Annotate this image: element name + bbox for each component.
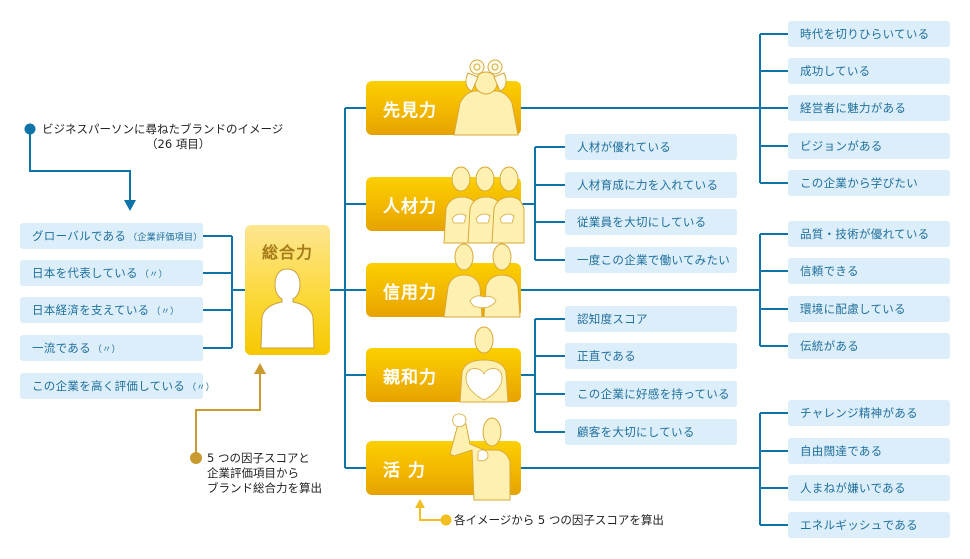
factor-label: 親和力 <box>383 368 437 388</box>
item-note: （〃） <box>151 307 180 317</box>
item-text: 一流である <box>32 341 91 355</box>
factor-item: 認知度スコア <box>565 306 737 332</box>
factor-foresight: 先見力 <box>366 59 521 136</box>
total-arrowhead <box>254 363 266 374</box>
item-note: （〃） <box>187 383 215 393</box>
factor-item: 伝統がある <box>788 333 950 359</box>
factor-label: 信用力 <box>383 283 437 303</box>
corporate-item: 日本を代表している（〃） <box>20 260 203 286</box>
factor-item: 人材育成に力を入れている <box>565 172 737 198</box>
total-power-box: 総合力 <box>245 225 330 355</box>
factor-arrow-line <box>419 506 446 521</box>
item-text: グローバルである <box>32 229 127 243</box>
corporate-item: 一流である（〃） <box>20 335 203 361</box>
item-note: （〃） <box>139 270 168 280</box>
item-text: この企業を高く評価している <box>32 379 186 393</box>
factor-item: 環境に配慮している <box>788 296 950 322</box>
item-note: （企業評価項目） <box>128 233 203 243</box>
flexing-person-icon <box>449 413 511 501</box>
factor-item: この企業に好感を持っている <box>565 381 737 407</box>
factor-label: 人材力 <box>383 197 437 217</box>
factor-item: 自由闊達である <box>788 438 950 464</box>
factor-human-resources: 人材力 <box>366 166 525 244</box>
total-caption-line: 企業評価項目から <box>207 466 299 480</box>
three-people-icon <box>443 166 525 244</box>
factor-item: エネルギッシュである <box>788 512 950 538</box>
factor-item: 品質・技術が優れている <box>788 221 950 247</box>
factor-trust: 信用力 <box>366 243 521 318</box>
item-note: （〃） <box>92 345 121 355</box>
factor-item: 正直である <box>565 343 737 369</box>
factor-item: この企業から学びたい <box>788 170 950 196</box>
factor-bullet <box>440 514 452 526</box>
factor-item: 人材が優れている <box>565 134 737 160</box>
corporate-item: グローバルである（企業評価項目） <box>20 223 203 249</box>
factor-item: 経営者に魅力がある <box>788 95 950 121</box>
source-bullet <box>24 123 36 135</box>
total-power-label: 総合力 <box>261 243 313 262</box>
factor-item: 時代を切りひらいている <box>788 21 950 47</box>
factor-item: チャレンジ精神がある <box>788 400 950 426</box>
corporate-item: この企業を高く評価している（〃） <box>20 373 215 399</box>
factor-arrowhead <box>415 499 425 508</box>
factor-item: 一度この企業で働いてみたい <box>565 247 737 273</box>
factor-vitality: 活 力 <box>366 413 521 501</box>
factor-item: 信頼できる <box>788 258 950 284</box>
total-caption: 5 つの因子スコアと 企業評価項目から ブランド総合力を算出 <box>207 451 322 496</box>
source-arrowhead <box>124 200 136 211</box>
item-text: 日本経済を支えている <box>32 303 150 317</box>
total-caption-line: ブランド総合力を算出 <box>207 481 322 495</box>
factor-item: 成功している <box>788 58 950 84</box>
factor-caption: 各イメージから 5 つの因子スコアを算出 <box>454 513 664 527</box>
factor-item: 従業員を大切にしている <box>565 209 737 235</box>
total-caption-line: 5 つの因子スコアと <box>207 451 310 465</box>
source-caption-line2: （26 項目） <box>146 137 211 151</box>
factor-affinity: 親和力 <box>366 326 521 403</box>
total-bullet <box>190 452 202 464</box>
factor-label: 活 力 <box>383 461 426 481</box>
factor-item: 人まねが嫌いである <box>788 475 950 501</box>
source-caption: ビジネスパーソンに尋ねたブランドのイメージ （26 項目） <box>42 122 283 152</box>
person-icon <box>260 268 315 349</box>
corporate-item: 日本経済を支えている（〃） <box>20 297 203 323</box>
factor-label: 先見力 <box>383 101 437 121</box>
item-text: 日本を代表している <box>32 266 138 280</box>
heart-person-icon <box>459 326 509 403</box>
source-caption-line1: ビジネスパーソンに尋ねたブランドのイメージ <box>42 122 284 136</box>
factor-item: 顧客を大切にしている <box>565 419 737 445</box>
factor-item: ビジョンがある <box>788 133 950 159</box>
binoculars-person-icon <box>453 59 519 136</box>
handshake-people-icon <box>443 243 521 318</box>
